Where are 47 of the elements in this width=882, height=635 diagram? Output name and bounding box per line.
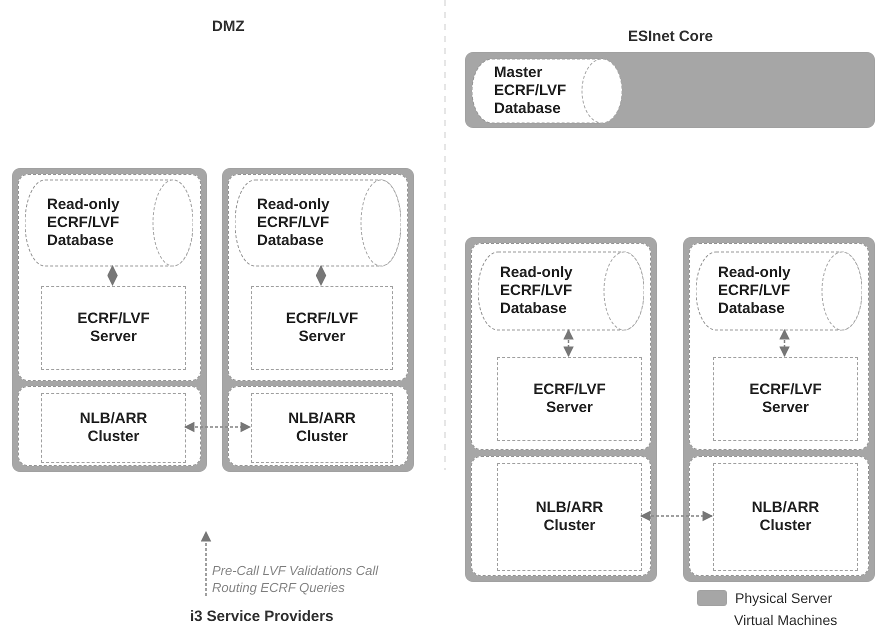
node-label: Read-only ECRF/LVF Database xyxy=(47,196,121,250)
node-label: Read-only ECRF/LVF Database xyxy=(718,264,792,318)
arrow xyxy=(184,422,252,432)
virtual-machine-box xyxy=(18,174,201,381)
node-label: Read-only ECRF/LVF Database xyxy=(500,264,574,318)
virtual-machine-box xyxy=(689,456,869,576)
physical-server-panel xyxy=(465,52,875,128)
node-label: ECRF/LVF Server xyxy=(532,381,607,417)
node-label: Master ECRF/LVF Database xyxy=(494,64,568,118)
legend-label: Virtual Machines xyxy=(734,612,838,628)
process-box xyxy=(497,463,642,571)
arrow xyxy=(640,510,714,522)
arrow xyxy=(200,530,212,596)
process-box xyxy=(41,286,186,370)
node-label: NLB/ARR Cluster xyxy=(78,410,148,446)
process-box xyxy=(251,393,393,463)
node-label: ECRF/LVF Server xyxy=(284,310,360,346)
process-box xyxy=(41,393,186,463)
physical-server-panel xyxy=(12,168,207,472)
process-box xyxy=(713,463,858,571)
section-heading: ESInet Core xyxy=(628,28,714,45)
node-label: Read-only ECRF/LVF Database xyxy=(257,196,331,250)
node-label: NLB/ARR Cluster xyxy=(750,499,820,535)
node-label: ECRF/LVF Server xyxy=(748,381,823,417)
arrow xyxy=(779,328,790,358)
process-box xyxy=(251,286,393,370)
virtual-machine-box xyxy=(228,174,408,381)
node-label: NLB/ARR Cluster xyxy=(534,499,604,535)
arrow xyxy=(316,264,326,286)
arrow xyxy=(563,328,574,358)
section-heading: i3 Service Providers xyxy=(190,608,334,625)
physical-server-panel xyxy=(683,237,875,582)
virtual-machine-box xyxy=(471,456,651,576)
annotation-text: Pre-Call LVF Validations Call Routing ECRF Queries xyxy=(212,562,380,596)
virtual-machine-box xyxy=(228,386,408,466)
physical-server-panel xyxy=(222,168,414,472)
legend-label: Physical Server xyxy=(735,590,832,606)
virtual-machine-box xyxy=(471,243,651,450)
virtual-machine-box xyxy=(18,386,201,466)
process-box xyxy=(497,357,642,441)
node-label: ECRF/LVF Server xyxy=(76,310,151,346)
virtual-machine-box xyxy=(689,243,869,450)
section-heading: DMZ xyxy=(212,18,244,35)
physical-server-panel xyxy=(465,237,657,582)
node-label: NLB/ARR Cluster xyxy=(287,410,357,446)
arrow xyxy=(107,264,118,286)
process-box xyxy=(713,357,858,441)
